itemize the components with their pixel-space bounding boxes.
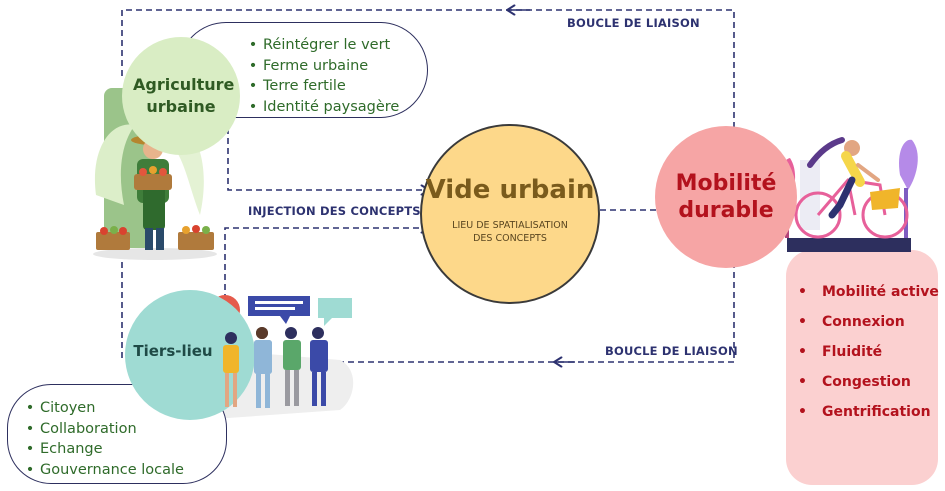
mobilite-item: Fluidité (798, 337, 939, 367)
agriculture-item: Identité paysagère (243, 97, 427, 118)
loop-top-label: BOUCLE DE LIAISON (567, 16, 700, 30)
mobilite-item: Connexion (798, 307, 939, 337)
agriculture-node: Agriculture urbaine (122, 37, 240, 155)
loop-bottom-label: BOUCLE DE LIAISON (605, 344, 738, 358)
tiers-lieu-item: Citoyen (20, 398, 226, 419)
agriculture-list: Réintégrer le vert Ferme urbaine Terre f… (243, 35, 427, 117)
mobilite-item: Mobilité active (798, 277, 939, 307)
mobilite-list-panel: Mobilité active Connexion Fluidité Conge… (798, 277, 939, 427)
tiers-lieu-item: Gouvernance locale (20, 460, 226, 481)
mobilite-list: Mobilité active Connexion Fluidité Conge… (798, 277, 939, 427)
mobilite-node: Mobilité durable (655, 126, 797, 268)
vide-urbain-subtitle: LIEU DE SPATIALISATION DES CONCEPTS (452, 220, 568, 244)
mobilite-item: Congestion (798, 367, 939, 397)
agriculture-item: Réintégrer le vert (243, 35, 427, 56)
tiers-lieu-list: Citoyen Collaboration Echange Gouvernanc… (20, 398, 226, 480)
loop-top-connector (121, 9, 735, 128)
vide-urbain-title: Vide urbain (425, 175, 595, 205)
agriculture-title: Agriculture urbaine (133, 75, 235, 116)
injection-connector-top (227, 118, 428, 190)
vide-urbain-node: Vide urbain LIEU DE SPATIALISATION DES C… (420, 124, 600, 304)
injection-connector-bottom (224, 228, 428, 300)
tiers-lieu-node: Tiers-lieu (125, 290, 255, 420)
cyclist-illustration (776, 137, 918, 252)
farmer-illustration (93, 88, 217, 260)
mobilite-title: Mobilité durable (675, 171, 777, 223)
agriculture-item: Terre fertile (243, 76, 427, 97)
tiers-lieu-title: Tiers-lieu (133, 342, 213, 360)
loop-bottom-connector (298, 262, 735, 363)
tiers-lieu-item: Echange (20, 439, 226, 460)
agriculture-item: Ferme urbaine (243, 56, 427, 77)
injection-label: INJECTION DES CONCEPTS (248, 204, 421, 218)
tiers-lieu-item: Collaboration (20, 419, 226, 440)
mobilite-item: Gentrification (798, 397, 939, 427)
